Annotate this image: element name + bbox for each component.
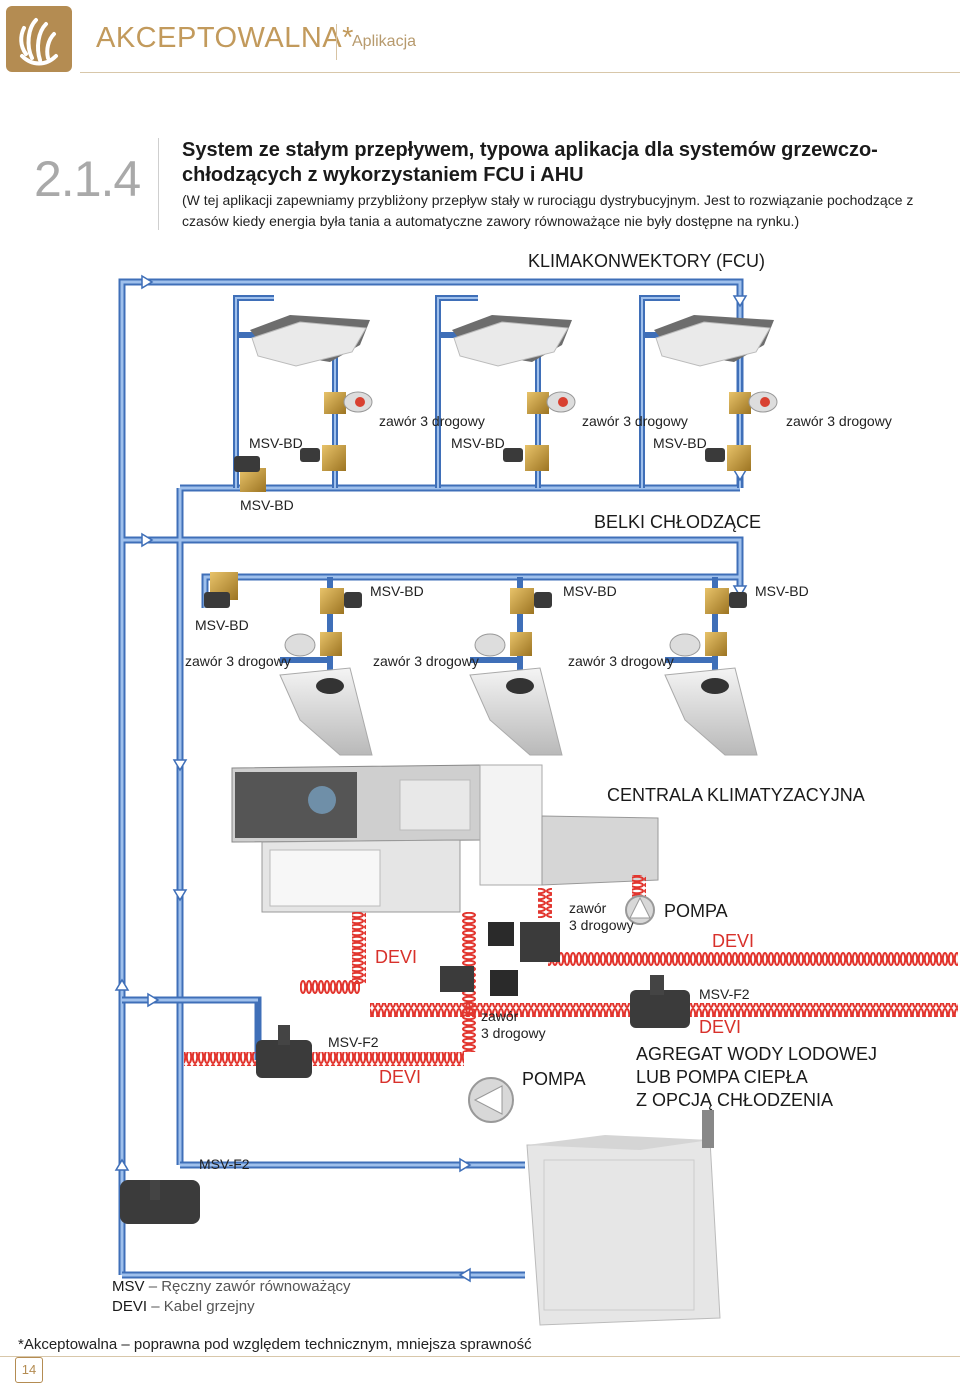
ahu-title: CENTRALA KLIMATYZACYJNA bbox=[607, 785, 865, 805]
fcu-valve-label-3: zawór 3 drogowy bbox=[786, 413, 892, 429]
legend: MSV – Ręczny zawór równoważący DEVI – Ka… bbox=[112, 1277, 350, 1317]
fcu-valves bbox=[324, 391, 778, 414]
legend-row-devi: DEVI – Kabel grzejny bbox=[112, 1297, 350, 1317]
beam-valve-label-3: zawór 3 drogowy bbox=[568, 653, 674, 669]
brand-logo bbox=[6, 6, 72, 72]
main-msvf2-label: MSV-F2 bbox=[199, 1156, 250, 1172]
legend-key-devi: DEVI bbox=[112, 1298, 148, 1315]
header-divider bbox=[336, 24, 337, 60]
fcu-unit-3 bbox=[654, 315, 774, 367]
chilled-beams bbox=[279, 667, 758, 756]
beam-msvbd-label-main: MSV-BD bbox=[195, 617, 249, 633]
fcu-msvbd-label-3: MSV-BD bbox=[653, 435, 707, 451]
pump-icons bbox=[468, 895, 655, 1123]
loop-pump-label: POMPA bbox=[522, 1069, 586, 1089]
fcu-valve-label-2: zawór 3 drogowy bbox=[582, 413, 688, 429]
devi-label-4: DEVI bbox=[379, 1067, 422, 1087]
legend-dash: – bbox=[151, 1298, 160, 1315]
beam-valve-label-2: zawór 3 drogowy bbox=[373, 653, 479, 669]
beam-msvbd-label-2: MSV-BD bbox=[563, 583, 617, 599]
ahu-valves bbox=[120, 922, 690, 1224]
chiller-title-line-1: AGREGAT WODY LODOWEJ bbox=[636, 1044, 878, 1064]
legend-text-devi: Kabel grzejny bbox=[163, 1298, 255, 1315]
chiller-unit bbox=[526, 1110, 721, 1326]
fcu-unit-2 bbox=[452, 315, 572, 367]
fcu-valve-label-1: zawór 3 drogowy bbox=[379, 413, 485, 429]
loop-valve-label-a: zawór bbox=[481, 1008, 519, 1024]
beam-msvbd-label-1: MSV-BD bbox=[370, 583, 424, 599]
legend-row-msv: MSV – Ręczny zawór równoważący bbox=[112, 1277, 350, 1297]
section-title: System ze stałym przepływem, typowa apli… bbox=[182, 139, 878, 186]
beam-valve-label-1: zawór 3 drogowy bbox=[185, 653, 291, 669]
section-description: (W tej aplikacji zapewniamy przybliżony … bbox=[182, 192, 914, 229]
fcu-msvbd-label-2: MSV-BD bbox=[451, 435, 505, 451]
fcu-unit-1 bbox=[250, 315, 370, 367]
legend-text-msv: Ręczny zawór równoważący bbox=[161, 1278, 351, 1295]
flow-arrows bbox=[114, 274, 748, 1283]
fcu-title: KLIMAKONWEKTORY (FCU) bbox=[528, 251, 766, 271]
footnote: *Akceptowalna – poprawna pod względem te… bbox=[18, 1336, 532, 1353]
fcu-msvbd-label-1: MSV-BD bbox=[249, 435, 303, 451]
chiller-title-line-3: Z OPCJĄ CHŁODZENIA bbox=[636, 1090, 834, 1110]
ahu-valve-label-a: zawór bbox=[569, 900, 607, 916]
loop-valve-label-b: 3 drogowy bbox=[481, 1025, 546, 1041]
devi-label-3: DEVI bbox=[699, 1017, 742, 1037]
page-title: AKCEPTOWALNA* bbox=[96, 22, 354, 54]
fcu-msvbd-label-main: MSV-BD bbox=[240, 497, 294, 513]
chiller-title-line-2: LUB POMPA CIEPŁA bbox=[636, 1067, 808, 1087]
header-rule bbox=[80, 72, 960, 73]
beam-valves bbox=[284, 632, 727, 657]
legend-key-msv: MSV bbox=[112, 1278, 145, 1295]
footer-rule bbox=[0, 1356, 960, 1357]
devi-heating-cables bbox=[184, 875, 958, 1066]
section-divider bbox=[158, 138, 159, 230]
devi-label-2: DEVI bbox=[375, 947, 418, 967]
fcu-units bbox=[250, 315, 774, 367]
hand-icon bbox=[19, 18, 58, 66]
beams-title: BELKI CHŁODZĄCE bbox=[594, 512, 762, 532]
page-number: 14 bbox=[15, 1357, 43, 1383]
ahu-valve-label-b: 3 drogowy bbox=[569, 917, 634, 933]
chiller-msvf2-label: MSV-F2 bbox=[699, 986, 750, 1002]
msv-bd-valves bbox=[204, 445, 751, 614]
loop-msvf2-label: MSV-F2 bbox=[328, 1034, 379, 1050]
section-number: 2.1.4 bbox=[34, 151, 141, 207]
beam-msvbd-label-3: MSV-BD bbox=[755, 583, 809, 599]
devi-label-1: DEVI bbox=[712, 931, 755, 951]
page-subtitle: Aplikacja bbox=[352, 33, 417, 50]
ahu-pump-label: POMPA bbox=[664, 901, 728, 921]
legend-dash: – bbox=[148, 1278, 158, 1295]
ahu-unit bbox=[231, 764, 659, 913]
